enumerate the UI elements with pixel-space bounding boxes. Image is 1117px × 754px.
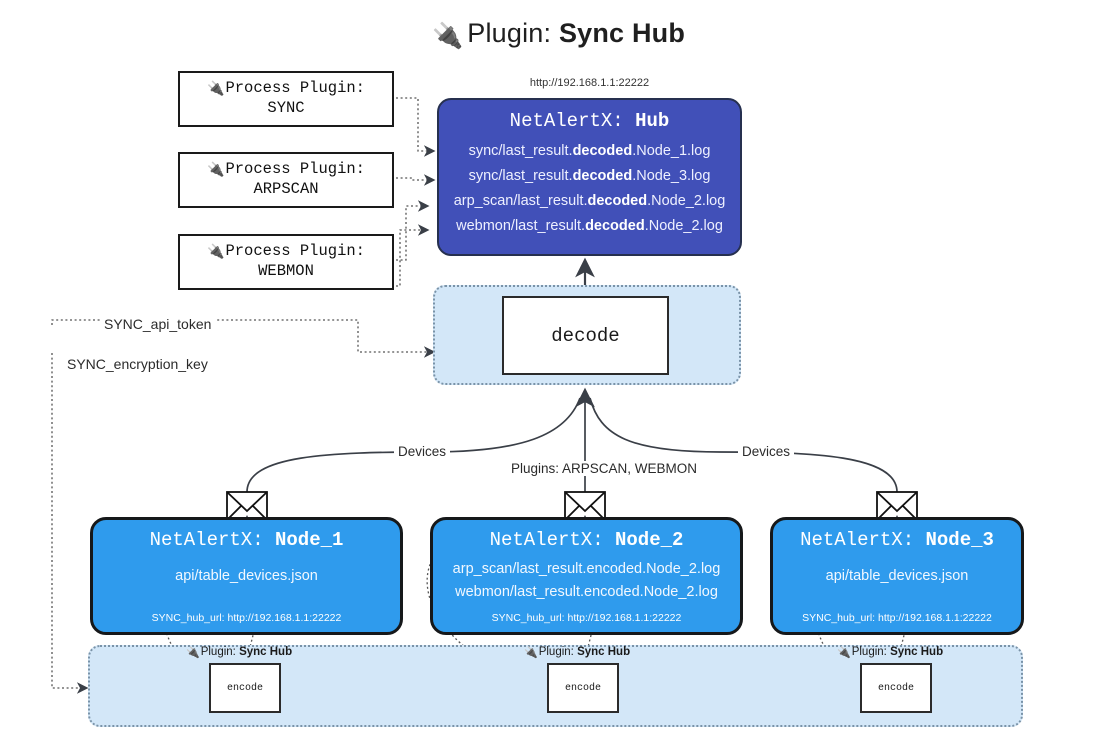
plug-icon: 🔌: [524, 647, 538, 659]
encode-plugin-label-3: 🔌Plugin: Sync Hub: [837, 646, 944, 659]
encode-plugin-label-1: 🔌Plugin: Sync Hub: [186, 646, 293, 659]
node-title: NetAlertX: Node_2: [489, 529, 684, 551]
sync-encryption-key-label: SYNC_encryption_key: [63, 356, 212, 372]
edge-label-devices-right: Devices: [738, 444, 795, 459]
encode-plugin-label-2: 🔌Plugin: Sync Hub: [524, 646, 631, 659]
envelope-icon-node-2: [564, 491, 606, 521]
edge-label-devices-left: Devices: [394, 444, 451, 459]
hub-log-line: webmon/last_result.decoded.Node_2.log: [456, 217, 723, 234]
hub-node[interactable]: NetAlertX: Hub sync/last_result.decoded.…: [437, 98, 742, 256]
process-plugin-name: WEBMON: [258, 262, 314, 281]
process-plugin-label: Process Plugin:: [225, 242, 365, 261]
encode-box-1[interactable]: encode: [209, 663, 281, 713]
sync-api-token-label: SYNC_api_token: [100, 316, 216, 332]
node-artifact: api/table_devices.json: [175, 568, 318, 584]
node-hub-url: SYNC_hub_url: http://192.168.1.1:22222: [802, 612, 992, 624]
plug-icon: 🔌: [186, 647, 200, 659]
process-plugin-sync[interactable]: 🔌Process Plugin: SYNC: [178, 71, 394, 127]
node-artifact: api/table_devices.json: [825, 568, 969, 584]
node-3[interactable]: NetAlertX: Node_3 api/table_devices.json…: [770, 517, 1024, 635]
encode-box-2[interactable]: encode: [547, 663, 619, 713]
node-artifact: arp_scan/last_result.encoded.Node_2.log: [452, 561, 721, 577]
decode-box[interactable]: decode: [502, 296, 669, 375]
encode-box-3[interactable]: encode: [860, 663, 932, 713]
process-plugin-label: Process Plugin:: [225, 160, 365, 179]
plug-icon: 🔌: [431, 22, 464, 50]
edge-label-plugins-mid: Plugins: ARPSCAN, WEBMON: [507, 461, 702, 476]
node-2[interactable]: NetAlertX: Node_2 arp_scan/last_result.e…: [430, 517, 743, 635]
plug-icon: 🔌: [207, 81, 225, 98]
node-1[interactable]: NetAlertX: Node_1 api/table_devices.json…: [90, 517, 403, 635]
plug-icon: 🔌: [837, 647, 851, 659]
node-hub-url: SYNC_hub_url: http://192.168.1.1:22222: [491, 612, 682, 624]
process-plugin-name: SYNC: [267, 99, 305, 118]
plug-icon: 🔌: [207, 244, 225, 261]
hub-url: http://192.168.1.1:22222: [529, 77, 650, 89]
page-title: 🔌Plugin: Sync Hub: [0, 18, 1117, 51]
plug-icon: 🔌: [207, 162, 225, 179]
process-plugin-label: Process Plugin:: [225, 79, 365, 98]
envelope-icon-node-3: [876, 491, 918, 521]
page-title-prefix: Plugin:: [467, 18, 559, 48]
page-title-name: Sync Hub: [558, 18, 686, 48]
process-plugin-arpscan[interactable]: 🔌Process Plugin: ARPSCAN: [178, 152, 394, 208]
hub-log-line: sync/last_result.decoded.Node_3.log: [468, 167, 711, 184]
node-artifact: webmon/last_result.encoded.Node_2.log: [455, 584, 718, 601]
hub-log-line: sync/last_result.decoded.Node_1.log: [468, 143, 711, 159]
node-title: NetAlertX: Node_3: [800, 529, 994, 551]
node-hub-url: SYNC_hub_url: http://192.168.1.1:22222: [151, 612, 342, 624]
process-plugin-webmon[interactable]: 🔌Process Plugin: WEBMON: [178, 234, 394, 290]
hub-log-line: arp_scan/last_result.decoded.Node_2.log: [453, 192, 726, 209]
hub-title: NetAlertX: Hub: [509, 110, 670, 132]
node-title: NetAlertX: Node_1: [149, 529, 344, 551]
envelope-icon-node-1: [226, 491, 268, 521]
process-plugin-name: ARPSCAN: [253, 180, 319, 199]
